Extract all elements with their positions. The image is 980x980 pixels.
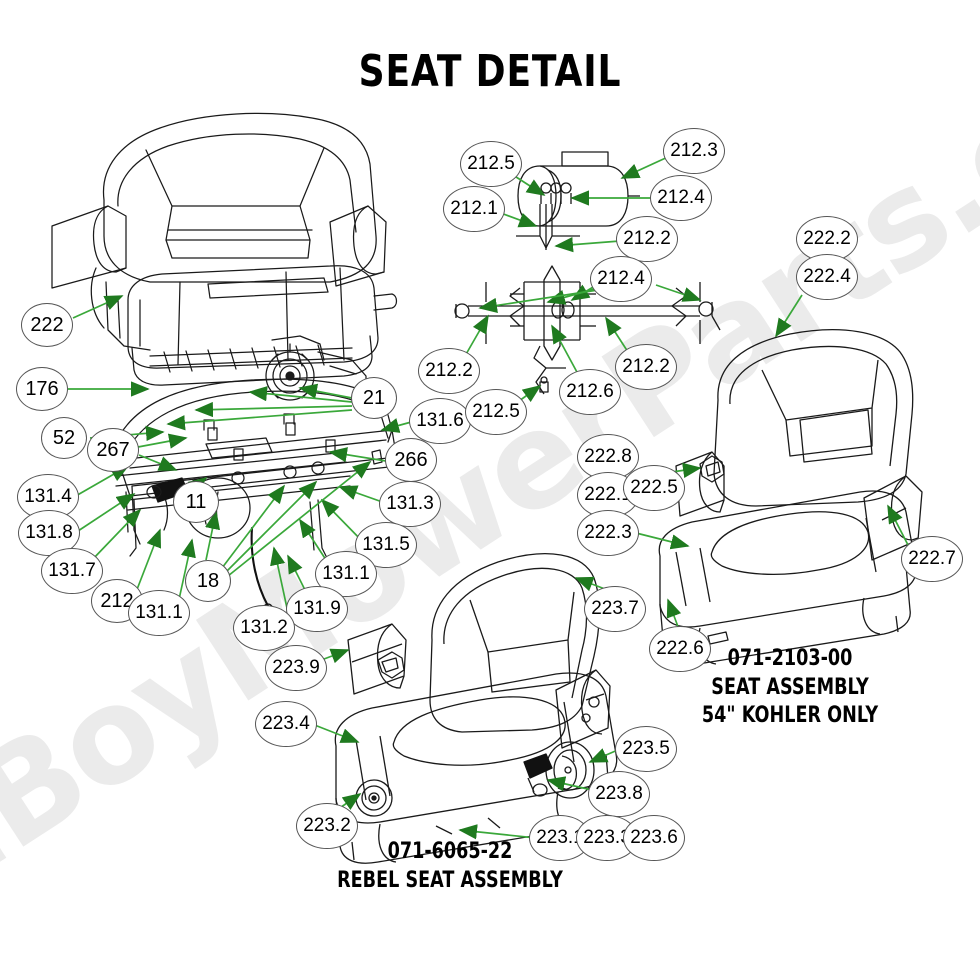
callout-bubble-212-2[interactable]: 212.2: [616, 216, 678, 262]
callout-bubble-223-2[interactable]: 223.2: [296, 803, 358, 849]
callout-bubble-131-1[interactable]: 131.1: [128, 590, 190, 636]
callout-bubble-131-2[interactable]: 131.2: [233, 605, 295, 651]
callout-bubble-212-5[interactable]: 212.5: [465, 389, 527, 435]
callout-bubble-52[interactable]: 52: [41, 417, 87, 459]
callout-bubble-212-6[interactable]: 212.6: [559, 369, 621, 415]
callout-bubble-222-4[interactable]: 222.4: [796, 254, 858, 300]
assembly-caption-bottom: 071-6065-22 REBEL SEAT ASSEMBLY: [322, 838, 578, 895]
callout-bubble-131-6[interactable]: 131.6: [409, 398, 471, 444]
callout-bubble-222-3[interactable]: 222.3: [577, 510, 639, 556]
callout-bubble-222-5[interactable]: 222.5: [623, 465, 685, 511]
assembly-part-number: 071-2103-00: [727, 646, 853, 671]
callout-bubble-131-3[interactable]: 131.3: [379, 481, 441, 527]
callout-bubble-131-7[interactable]: 131.7: [41, 548, 103, 594]
callout-bubble-212-4[interactable]: 212.4: [650, 175, 712, 221]
callout-bubble-21[interactable]: 21: [351, 377, 397, 419]
assembly-note: 54" KOHLER ONLY: [701, 703, 879, 729]
callout-bubble-11[interactable]: 11: [173, 481, 219, 523]
callout-bubble-131-1[interactable]: 131.1: [315, 551, 377, 597]
callout-bubble-212-1[interactable]: 212.1: [443, 186, 505, 232]
callout-bubble-223-7[interactable]: 223.7: [584, 586, 646, 632]
callout-bubble-222-6[interactable]: 222.6: [649, 626, 711, 672]
callout-bubble-222[interactable]: 222: [21, 303, 73, 347]
callout-bubble-212-3[interactable]: 212.3: [663, 128, 725, 174]
callout-bubble-223-6[interactable]: 223.6: [623, 815, 685, 861]
callout-bubble-176[interactable]: 176: [16, 367, 68, 411]
callout-bubble-212-2[interactable]: 212.2: [418, 348, 480, 394]
assembly-name: REBEL SEAT ASSEMBLY: [337, 867, 563, 893]
callout-bubble-223-4[interactable]: 223.4: [255, 701, 317, 747]
callout-bubble-212-4[interactable]: 212.4: [590, 256, 652, 302]
page-title: SEAT DETAIL: [358, 46, 622, 97]
callout-bubble-18[interactable]: 18: [185, 560, 231, 602]
callout-bubble-223-8[interactable]: 223.8: [588, 771, 650, 817]
callout-bubble-222-7[interactable]: 222.7: [901, 536, 963, 582]
assembly-name: SEAT ASSEMBLY: [711, 674, 869, 700]
callout-bubble-223-5[interactable]: 223.5: [615, 726, 677, 772]
callout-bubble-223-9[interactable]: 223.9: [265, 645, 327, 691]
assembly-caption-right: 071-2103-00 SEAT ASSEMBLY 54" KOHLER ONL…: [670, 645, 910, 731]
assembly-part-number: 071-6065-22: [387, 839, 513, 864]
callout-bubble-267[interactable]: 267: [87, 428, 139, 472]
callout-bubble-212-5[interactable]: 212.5: [460, 141, 522, 187]
callout-bubble-212-2[interactable]: 212.2: [615, 344, 677, 390]
callout-bubble-131-9[interactable]: 131.9: [286, 586, 348, 632]
callout-bubble-266[interactable]: 266: [385, 438, 437, 482]
